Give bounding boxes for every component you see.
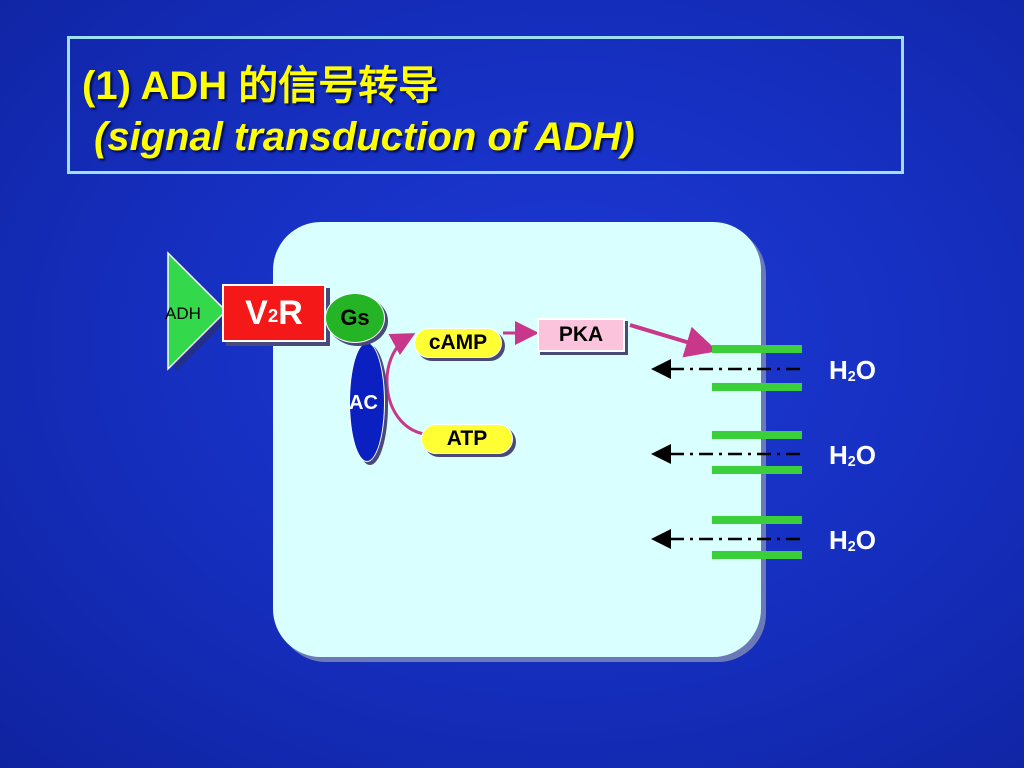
ac-enzyme xyxy=(349,342,385,462)
aquaporin-channel-1 xyxy=(651,345,802,391)
slide-title: (1) ADH 的信号转导 xyxy=(82,64,439,108)
water-label-3: H2O xyxy=(829,525,876,556)
water-label-2: H2O xyxy=(829,440,876,471)
atp-to-camp-arrow xyxy=(385,333,425,436)
aquaporin-channel-3 xyxy=(651,516,802,559)
adh-label: ADH xyxy=(165,304,201,323)
pka-node: PKA xyxy=(537,318,625,352)
water-label-1: H2O xyxy=(829,355,876,386)
pka-to-aquaporin-arrow xyxy=(629,323,718,358)
adh-shape xyxy=(167,251,228,371)
camp-node: cAMP xyxy=(414,328,502,358)
title-box: (1) ADH 的信号转导 (signal transduction of AD… xyxy=(67,36,904,174)
atp-node: ATP xyxy=(421,424,513,454)
slide-subtitle: (signal transduction of ADH) xyxy=(94,115,635,159)
ac-label: AC xyxy=(349,392,378,414)
gs-protein: Gs xyxy=(325,293,385,343)
aquaporin-channel-2 xyxy=(651,431,802,474)
